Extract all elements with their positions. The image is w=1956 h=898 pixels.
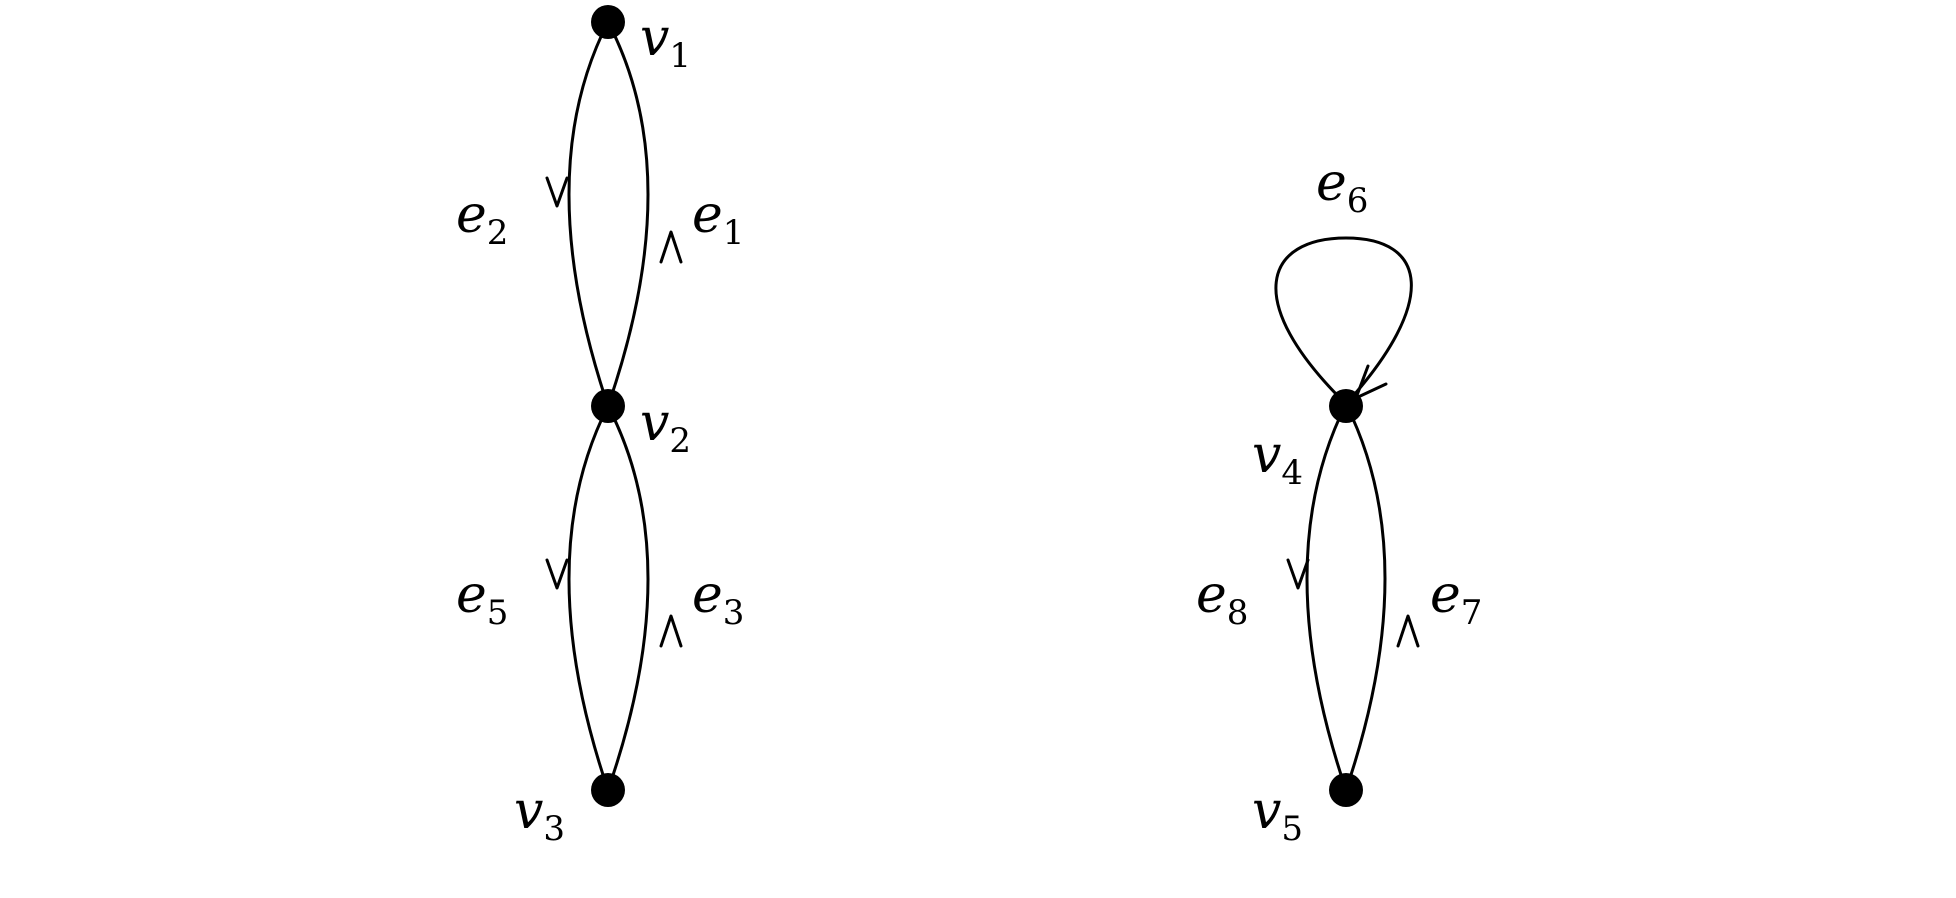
vertex-v5 (1329, 773, 1363, 807)
arrow-e5-down (545, 558, 569, 590)
vertex-label-v3: v3 (514, 781, 565, 849)
arrow-e7-up (1396, 614, 1420, 648)
edge-label-e2: e2 (456, 185, 508, 253)
vertex-v4 (1329, 389, 1363, 423)
edge-e1 (606, 21, 650, 407)
edge-label-e3: e3 (692, 565, 744, 633)
edge-label-e8: e8 (1196, 565, 1248, 633)
arrow-e2-down (545, 176, 569, 208)
arrow-e8-down (1286, 558, 1310, 590)
vertex-label-v2: v2 (640, 393, 691, 461)
edge-label-e1: e1 (692, 185, 744, 253)
edge-label-e7: e7 (1430, 565, 1482, 633)
arrow-e6 (1354, 364, 1388, 400)
vertex-v3 (591, 773, 625, 807)
arrow-e3-up (659, 614, 683, 648)
vertex-v2 (591, 389, 625, 423)
edge-e3 (606, 405, 650, 791)
edge-e8 (1305, 403, 1348, 791)
edge-label-e6: e6 (1316, 153, 1368, 221)
vertex-label-v5: v5 (1252, 781, 1303, 849)
edge-label-e5: e5 (456, 565, 508, 633)
edge-e5 (567, 405, 610, 791)
edge-e2 (567, 21, 610, 407)
vertex-v1 (591, 5, 625, 39)
vertex-label-v4: v4 (1252, 425, 1303, 493)
edge-e7 (1344, 403, 1387, 791)
edge-e6 (1274, 236, 1413, 406)
vertex-label-v1: v1 (640, 8, 691, 76)
arrow-e1-up (659, 230, 683, 264)
